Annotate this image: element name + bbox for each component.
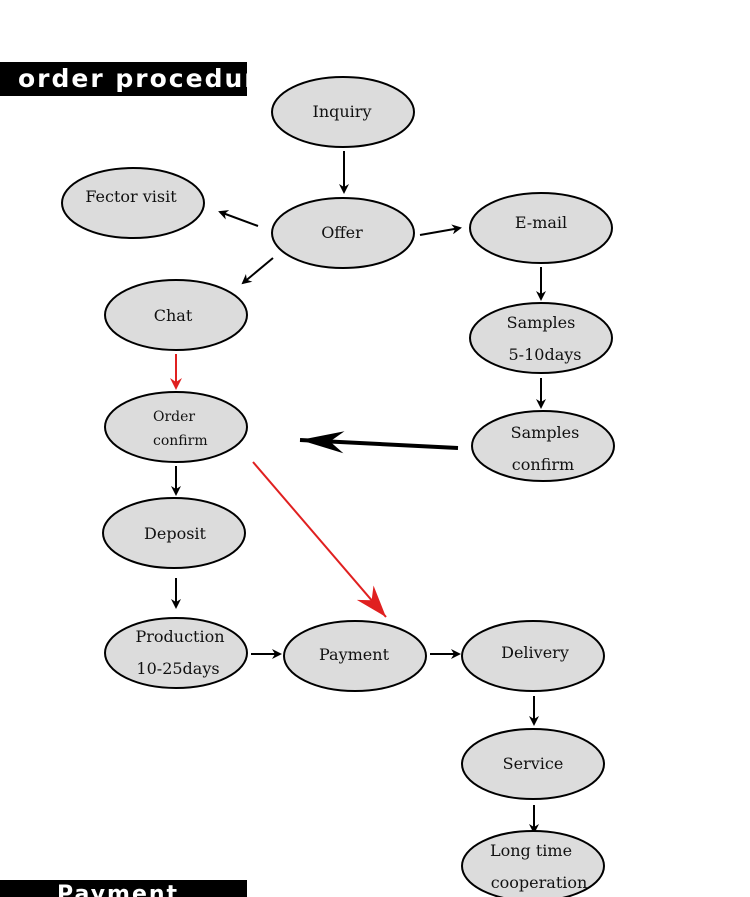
node-factor-visit: Fector visit <box>61 167 205 239</box>
node-samples-confirm-label-line1: Samples <box>511 423 580 442</box>
node-chat: Chat <box>104 279 248 351</box>
node-samples: Samples 5-10days <box>469 302 613 374</box>
node-email: E-mail <box>469 192 613 264</box>
node-samples-label-line2: 5-10days <box>509 345 582 364</box>
node-long-time-cooperation: Long time cooperation <box>461 830 605 897</box>
order-procedure-banner: order procedure <box>0 62 247 96</box>
connector-arrows <box>170 151 546 834</box>
node-delivery: Delivery <box>461 620 605 692</box>
node-samples-confirm: Samples confirm <box>471 410 615 482</box>
node-long-time-label-line1: Long time <box>490 841 572 860</box>
node-factor-visit-label: Fector visit <box>85 187 177 206</box>
node-payment-label: Payment <box>319 645 390 664</box>
node-order-confirm-label-line2: confirm <box>153 433 208 449</box>
arrow-offer-chat <box>241 257 274 285</box>
node-chat-label: Chat <box>154 306 193 325</box>
node-offer-label: Offer <box>321 223 363 242</box>
node-payment: Payment <box>283 620 427 692</box>
node-long-time-label-line2: cooperation <box>491 873 588 892</box>
arrow-offer-factor-visit <box>218 210 259 227</box>
node-samples-label-line1: Samples <box>507 313 576 332</box>
node-production-label-line1: Production <box>135 627 224 646</box>
node-samples-confirm-label-line2: confirm <box>512 455 574 474</box>
node-order-confirm: Order confirm <box>104 391 248 463</box>
arrow-samples-confirm-order-confirm <box>299 431 459 454</box>
node-service-label: Service <box>503 754 564 773</box>
node-deposit: Deposit <box>102 497 246 569</box>
node-offer: Offer <box>271 197 415 269</box>
node-email-label: E-mail <box>515 213 567 232</box>
node-inquiry: Inquiry <box>271 76 415 148</box>
node-production: Production 10-25days <box>104 617 248 689</box>
node-delivery-label: Delivery <box>501 643 569 662</box>
arrow-order-confirm-payment <box>252 461 387 618</box>
node-deposit-label: Deposit <box>144 524 207 543</box>
node-service: Service <box>461 728 605 800</box>
arrow-offer-email <box>419 224 462 236</box>
node-inquiry-label: Inquiry <box>313 102 372 121</box>
payment-banner: Payment <box>0 880 247 897</box>
node-production-label-line2: 10-25days <box>136 659 219 678</box>
node-order-confirm-label-line1: Order <box>153 409 195 425</box>
